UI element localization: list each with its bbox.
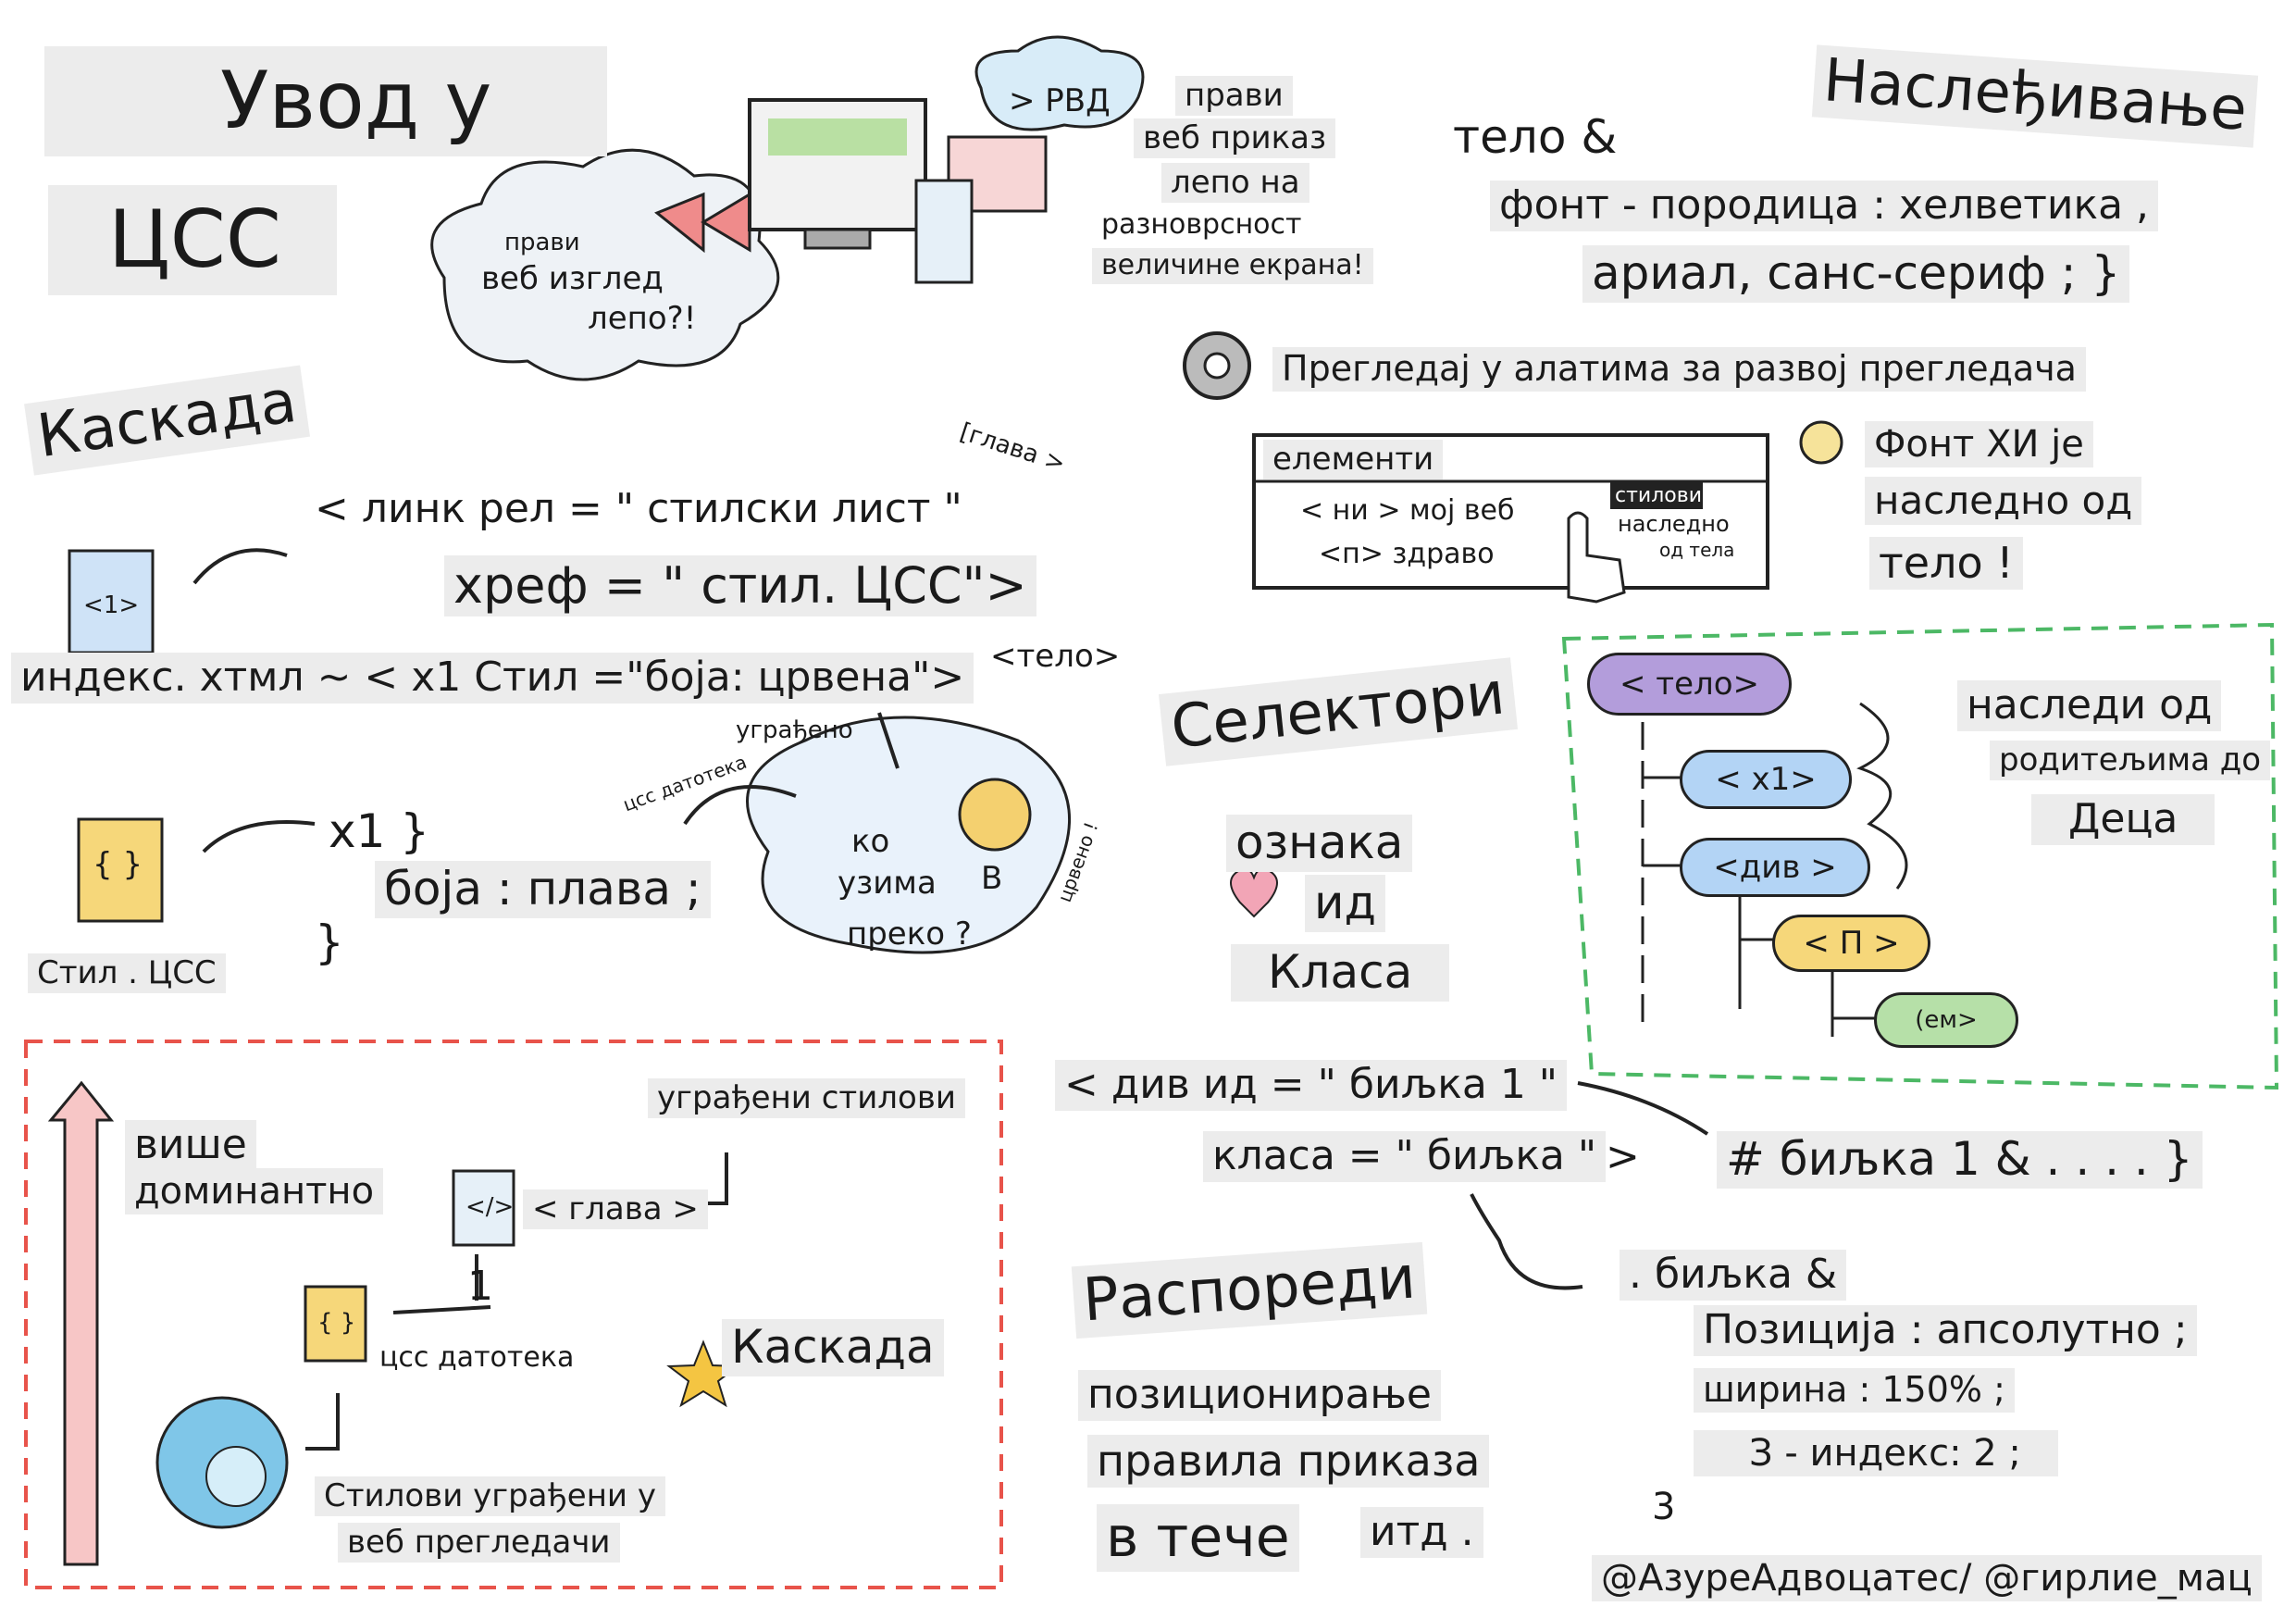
web-look-l2: веб изглед <box>481 260 664 297</box>
credit-label: @АзуреАдвоцатес/ @гирлие_мац <box>1592 1555 2262 1601</box>
font-inherit-l2: наследно од <box>1865 477 2142 526</box>
web-look-l3: лепо?! <box>588 300 697 337</box>
more-label: више <box>125 1120 256 1171</box>
inherited-l1: наследно <box>1618 511 1730 537</box>
rwd-l4: разноврсност <box>1101 208 1302 241</box>
braces-file-icon-text: { } <box>317 1309 356 1337</box>
rwd-l5: величине екрана! <box>1092 248 1373 284</box>
layouts-l2: правила приказа <box>1087 1435 1490 1488</box>
code-file-icon <box>452 1169 515 1247</box>
css-file-icon <box>77 817 164 923</box>
tree-node-h1: < х1> <box>1680 750 1852 809</box>
link-line-1: < линк рел = " стилски лист " <box>315 485 962 532</box>
selector-tag: ознака <box>1226 815 1413 872</box>
style-file-label: Стил . ЦСС <box>28 953 226 994</box>
devtools-label: Прегледај у алатима за развој прегледача <box>1272 347 2086 392</box>
phone-icon <box>914 179 974 284</box>
inherit-rule-3: ариал, санс-сериф ; } <box>1582 245 2130 303</box>
rwd-l1: прави <box>1175 76 1293 117</box>
css-file-dominance-label: цсс датотека <box>379 1341 575 1374</box>
link-line-2: хреф = " стил. ЦСС"> <box>444 555 1036 617</box>
class-rule-1: . биљка & <box>1620 1250 1847 1301</box>
html-file-label: <1> <box>83 592 140 619</box>
font-inherit-l1: Фонт ХИ је <box>1865 421 2093 467</box>
tree-node-p: < П > <box>1772 915 1930 972</box>
rule-line-3: } <box>315 915 344 969</box>
tree-node-body: < тело> <box>1587 653 1792 716</box>
browser-label-2: веб прегледачи <box>338 1523 620 1563</box>
inherit-rule-1: тело & <box>1453 110 1618 164</box>
title-line-1: Увод у <box>44 46 608 156</box>
dom-line-2: <п> здраво <box>1319 538 1495 570</box>
tree-inherit-l2: родитељима до <box>1990 741 2271 781</box>
inherited-l2: од тела <box>1659 539 1735 561</box>
class-rule-3: ширина : 150% ; <box>1694 1368 2015 1413</box>
code-file-icon-text: </> <box>465 1193 515 1221</box>
browser-label-1: Стилови уграђени у <box>315 1476 665 1517</box>
who-l3: преко ? <box>847 915 972 953</box>
embedded-label: уграђено <box>736 716 853 744</box>
up-arrow-icon <box>47 1080 115 1566</box>
builtin-styles-label: уграђени стилови <box>648 1078 965 1119</box>
question-cloud <box>746 716 1072 954</box>
id-rule: # биљка 1 & . . . . } <box>1717 1131 2203 1189</box>
rwd-cloud <box>974 35 1145 131</box>
dominant-label: доминантно <box>125 1168 384 1214</box>
web-look-l1: прави <box>504 229 580 256</box>
tree-inherit-l1: наследи од <box>1957 680 2222 731</box>
dominance-box <box>24 1040 1003 1589</box>
rwd-l3: лепо на <box>1161 163 1309 204</box>
rule-line-1: х1 } <box>329 804 430 858</box>
heart-icon <box>1230 867 1278 918</box>
tree-box <box>1561 622 2279 1090</box>
layouts-l1: позиционирање <box>1078 1370 1442 1421</box>
who-l1: ко <box>851 823 890 860</box>
tree-node-div: <див > <box>1680 838 1870 897</box>
inline-style-line: индекс. хтмл ~ < х1 Стил ="боја: црвена"… <box>11 653 974 704</box>
font-inherit-l3: тело ! <box>1869 537 2023 590</box>
who-l2: узима <box>838 865 937 902</box>
dom-line-1: < ни > мој веб <box>1300 494 1515 527</box>
lightbulb-icon <box>1799 420 1843 465</box>
class-rule-4: З - индекс: 2 ; <box>1694 1430 2058 1476</box>
class-rule-2: Позиција : апсолутно ; <box>1694 1305 2197 1356</box>
div-line-2: класа = " биљка " <box>1203 1131 1607 1182</box>
braces-file-icon <box>304 1285 367 1363</box>
styles-tab[interactable]: стилови <box>1615 484 1702 507</box>
tree-node-em: (ем> <box>1874 992 2018 1048</box>
badge-letter: В <box>981 860 1003 897</box>
layouts-l3: в тече <box>1097 1504 1299 1572</box>
pointer-hand-icon <box>1567 511 1626 604</box>
div-line-1: < див ид = " биљка 1 " <box>1055 1060 1568 1111</box>
priority-number: 1 <box>467 1263 493 1310</box>
inherit-rule-2: фонт - породица : хелветика , <box>1490 181 2159 231</box>
selector-class: Класа <box>1231 944 1450 1002</box>
body-bubble: <тело> <box>990 638 1121 675</box>
rule-line-2: боја : плава ; <box>375 861 711 918</box>
rwd-tag: > РВД <box>1009 82 1111 119</box>
medal-icon <box>958 778 1032 852</box>
selector-id: ид <box>1305 875 1386 932</box>
style-file-icon-text: { } <box>93 846 143 883</box>
class-rule-5: 3 <box>1652 1486 1676 1528</box>
cascade-word: Каскада <box>722 1319 944 1376</box>
elements-tab[interactable]: елементи <box>1263 440 1444 480</box>
layouts-l4: итд . <box>1360 1507 1483 1558</box>
tree-inherit-l3: Деца <box>2031 794 2215 845</box>
rwd-l2: веб приказ <box>1134 118 1336 159</box>
html-file-icon <box>68 549 155 654</box>
title-line-2: ЦСС <box>48 185 337 295</box>
div-close: > <box>1606 1133 1640 1180</box>
head-tag-label: < глава > <box>523 1189 708 1230</box>
tablet-icon <box>947 135 1048 213</box>
